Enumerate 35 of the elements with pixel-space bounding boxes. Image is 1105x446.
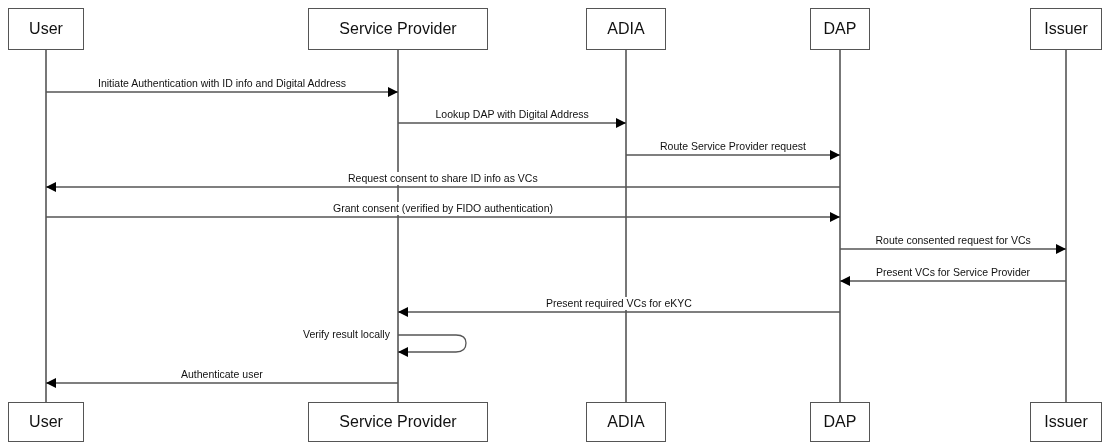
message-label: Route consented request for VCs: [873, 234, 1033, 247]
participant-box: DAP: [810, 8, 870, 50]
message-arrow: [839, 244, 1067, 254]
message-label: Present required VCs for eKYC: [544, 297, 694, 310]
message-label: Route Service Provider request: [658, 140, 808, 153]
message-arrow: [45, 212, 841, 222]
participant-box: ADIA: [586, 402, 666, 442]
participant-box: User: [8, 8, 84, 50]
lifeline: [625, 50, 627, 402]
message-label: Lookup DAP with Digital Address: [433, 108, 591, 121]
participant-box: DAP: [810, 402, 870, 442]
message-label: Verify result locally: [301, 328, 392, 341]
message-label: Authenticate user: [179, 368, 265, 381]
participant-box: Issuer: [1030, 8, 1102, 50]
message-arrow: [45, 182, 841, 192]
message-label: Grant consent (verified by FIDO authentication): [331, 202, 556, 215]
lifeline: [1065, 50, 1067, 402]
participant-box: Service Provider: [308, 8, 488, 50]
message-label: Present VCs for Service Provider: [874, 266, 1033, 279]
self-message-arrow: [397, 334, 467, 357]
message-arrow: [397, 118, 627, 128]
message-label: Request consent to share ID info as VCs: [346, 172, 540, 185]
lifeline: [45, 50, 47, 402]
participant-box: Issuer: [1030, 402, 1102, 442]
participant-box: User: [8, 402, 84, 442]
participant-box: Service Provider: [308, 402, 488, 442]
message-arrow: [45, 87, 399, 97]
message-arrow: [839, 276, 1067, 286]
participant-box: ADIA: [586, 8, 666, 50]
message-arrow: [45, 378, 399, 388]
lifeline: [839, 50, 841, 402]
message-arrow: [397, 307, 841, 317]
message-arrow: [625, 150, 841, 160]
message-label: Initiate Authentication with ID info and Digital Address: [96, 77, 349, 90]
lifeline: [397, 50, 399, 402]
